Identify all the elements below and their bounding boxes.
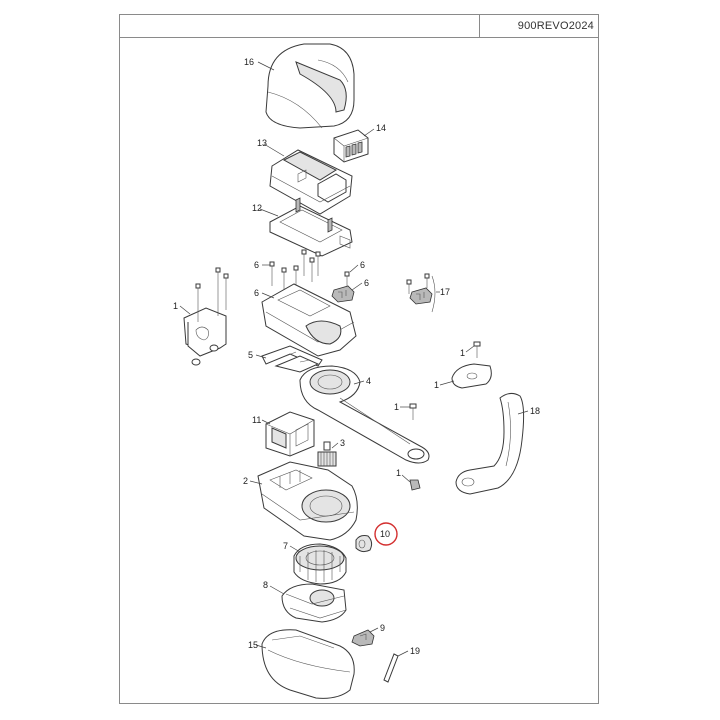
part-14-connector-block[interactable] [333,129,369,163]
leader-16 [257,61,275,71]
label-part-6b: 6 [360,260,365,270]
label-part-6d: 6 [254,288,259,298]
label-part-15: 15 [248,640,258,650]
part-1-screw-lower[interactable] [409,479,421,491]
label-part-8: 8 [263,580,268,590]
drawing-frame: 900REVO2024 [119,14,599,704]
leader-3 [331,442,339,449]
part-17-cable-clip-pair[interactable] [406,273,436,313]
label-part-1c: 1 [460,348,465,358]
label-part-7: 7 [283,541,288,551]
leader-4 [353,380,365,385]
leader-13 [263,143,285,157]
part-10-plug[interactable] [355,535,373,553]
part-5-gasket[interactable] [261,345,323,373]
drawing-code: 900REVO2024 [517,20,594,32]
label-part-1b: 1 [394,402,399,412]
header-divider-line [120,37,598,38]
part-1-arm-bracket[interactable] [451,363,492,389]
part-15-bottom-shell[interactable] [261,629,355,699]
label-part-12: 12 [252,203,262,213]
leader-7 [289,545,301,553]
leader-6d [261,292,275,299]
part-11-transformer[interactable] [265,411,315,457]
label-part-1d: 1 [434,380,439,390]
label-part-6a: 6 [254,260,259,270]
leader-1a [179,305,191,315]
highlight-circle-part-10 [374,522,398,546]
part-16-top-cover[interactable] [265,43,355,129]
part-1-mounting-bracket[interactable] [183,267,229,366]
part-19-pin[interactable] [383,653,399,683]
leader-11 [261,419,271,425]
leader-2 [249,480,263,485]
part-1-screw-mid[interactable] [409,403,417,420]
label-part-2: 2 [243,476,248,486]
label-part-19: 19 [410,646,420,656]
part-9-clip[interactable] [351,629,375,647]
label-part-1a: 1 [173,301,178,311]
leader-5 [255,354,267,359]
part-2-gearbox-housing[interactable] [257,461,358,541]
leader-6c [351,282,363,291]
label-part-3: 3 [340,438,345,448]
leader-15 [255,644,267,649]
leader-1d [439,380,455,386]
part-7-motor-gear[interactable] [293,543,347,585]
part-3-pinion-shaft[interactable] [317,441,337,467]
leader-8 [269,585,285,595]
leader-9 [369,627,379,633]
label-part-13: 13 [257,138,267,148]
label-part-11: 11 [252,415,261,425]
leader-6b [349,264,359,273]
leader-19 [397,650,409,657]
part-13-control-board[interactable] [269,149,353,215]
leader-18 [517,410,529,415]
label-part-4: 4 [366,376,371,386]
label-part-1e: 1 [396,468,401,478]
label-part-17: 17 [440,287,450,297]
leader-14 [363,128,375,137]
header-cell-divider [479,15,480,37]
part-18-curved-arm[interactable] [455,392,525,495]
leader-1e [401,474,411,483]
label-part-18: 18 [530,406,540,416]
part-12-board-support[interactable] [269,197,353,257]
leader-1c [465,345,475,353]
part-6-screw-and-clip[interactable] [331,271,355,303]
label-part-16: 16 [244,57,254,67]
label-part-9: 9 [380,623,385,633]
label-part-5: 5 [248,350,253,360]
label-part-6c: 6 [364,278,369,288]
part-8-motor-bracket[interactable] [281,583,347,623]
part-6-gearbox-cover[interactable] [261,283,357,357]
label-part-10: 10 [380,529,390,539]
label-part-14: 14 [376,123,386,133]
part-4-operator-arm[interactable] [299,365,430,464]
leader-12 [259,208,279,217]
part-1-screw-top-right[interactable] [473,341,481,358]
